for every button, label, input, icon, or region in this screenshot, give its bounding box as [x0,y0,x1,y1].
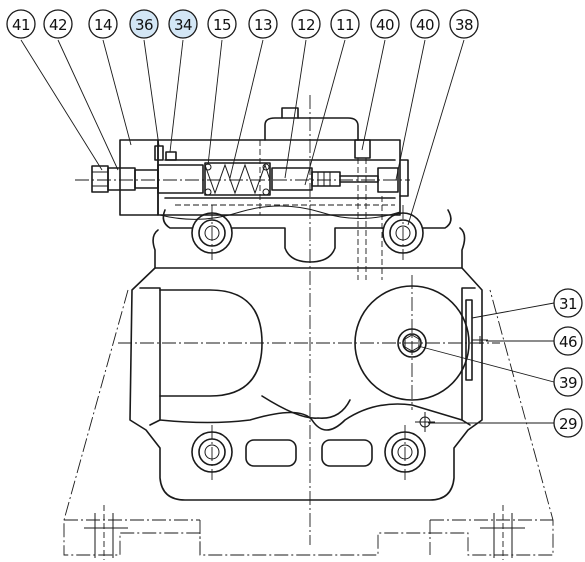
callout-number: 42 [49,16,67,34]
callout-number: 39 [559,374,577,392]
callout-36: 36 [129,9,159,39]
callout-13: 13 [248,9,278,39]
callout-number: 15 [213,16,231,34]
callout-15: 15 [207,9,237,39]
center-lines [75,95,500,545]
callout-circle [6,9,36,39]
callout-number: 40 [376,16,394,34]
callout-number: 41 [12,16,30,34]
callout-circle [43,9,73,39]
callout-number: 40 [416,16,434,34]
callout-11: 11 [330,9,360,39]
callout-14: 14 [88,9,118,39]
callout-number: 34 [174,16,192,34]
callout-number: 38 [455,16,473,34]
callout-circle [129,9,159,39]
callout-circle [330,9,360,39]
callout-circle [207,9,237,39]
callout-circle [248,9,278,39]
callout-12: 12 [291,9,321,39]
callout-number: 29 [559,415,577,433]
callout-labels: 41 42 14 36 34 15 13 12 11 40 40 38 31 46 39 29 [6,9,583,438]
callout-39: 39 [553,367,583,397]
callout-circle [553,408,583,438]
callout-46: 46 [553,326,583,356]
callout-circle [168,9,198,39]
callout-circle [449,9,479,39]
callout-circle [553,367,583,397]
callout-circle [410,9,440,39]
callout-circle [88,9,118,39]
callout-number: 13 [254,16,272,34]
callout-circle [370,9,400,39]
callout-circle [291,9,321,39]
callout-42: 42 [43,9,73,39]
callout-number: 14 [94,16,112,34]
pump-body [129,209,488,501]
callout-38: 38 [449,9,479,39]
callout-circle [553,288,583,318]
callout-number: 11 [336,16,354,34]
callout-29: 29 [553,408,583,438]
callout-34: 34 [168,9,198,39]
callout-41: 41 [6,9,36,39]
callout-40: 40 [410,9,440,39]
callout-number: 31 [559,295,577,313]
callout-circle [553,326,583,356]
mounting-base [63,289,554,560]
callout-number: 36 [135,16,153,34]
leader-lines [20,39,555,424]
callout-31: 31 [553,288,583,318]
regulator-assembly [91,107,409,280]
callout-number: 46 [559,333,577,351]
callout-40: 40 [370,9,400,39]
callout-number: 12 [297,16,315,34]
